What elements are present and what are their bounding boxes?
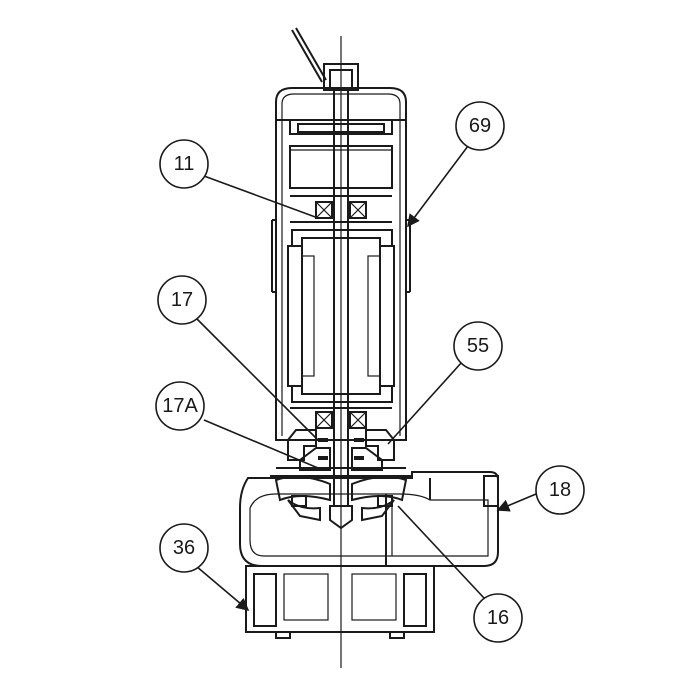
callout-label: 17 [171, 289, 193, 311]
callout-55: 55 [453, 321, 503, 371]
leader-16 [397, 505, 485, 599]
base-stand [245, 565, 435, 639]
cable-entry [291, 27, 359, 91]
leader-18 [496, 493, 537, 512]
leader-17 [195, 317, 319, 441]
leader-11 [203, 175, 319, 219]
callout-36: 36 [159, 523, 209, 573]
callout-label: 18 [549, 479, 571, 501]
pump-casing [239, 471, 499, 567]
callout-label: 11 [174, 153, 195, 175]
callout-11: 11 [159, 139, 209, 189]
leader-17A [203, 419, 319, 469]
shaft [329, 36, 353, 668]
callout-label: 17A [162, 395, 198, 417]
lower-bearing [290, 407, 392, 429]
stator [287, 229, 395, 403]
callout-17A: 17A [155, 381, 205, 431]
leader-55 [387, 361, 463, 445]
callout-18: 18 [535, 465, 585, 515]
callout-label: 69 [469, 115, 491, 137]
leader-36 [195, 565, 250, 612]
callout-69: 69 [455, 101, 505, 151]
callout-label: 55 [467, 335, 489, 357]
callout-17: 17 [157, 275, 207, 325]
leader-lines [195, 145, 537, 612]
leader-69 [407, 145, 469, 228]
impeller [274, 475, 408, 522]
callout-label: 36 [173, 537, 195, 559]
callout-label: 16 [487, 607, 509, 629]
callout-16: 16 [473, 593, 523, 643]
